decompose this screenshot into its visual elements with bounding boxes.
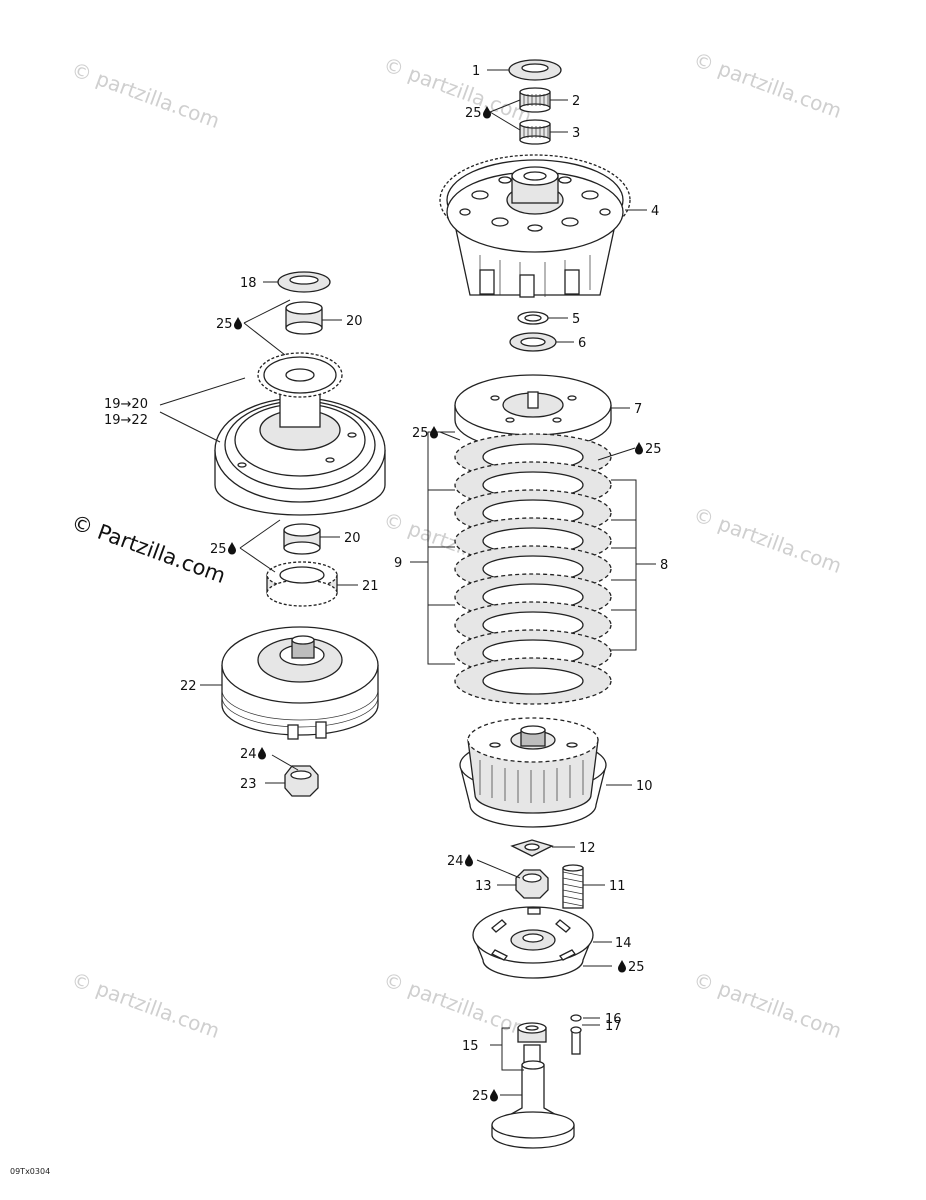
part-20-bushing <box>285 301 323 335</box>
watermark: © partzilla.com <box>690 502 845 578</box>
watermark: © partzilla.com <box>690 967 845 1043</box>
callout-10: 10 <box>636 779 653 794</box>
callout-15: 15 <box>462 1039 479 1054</box>
callout-labels: 1 2 25 3 4 5 6 7 25 25 8 9 10 24 12 13 1… <box>10 64 668 1176</box>
part-3-needle-bearing <box>519 119 551 145</box>
callout-8: 8 <box>660 558 668 573</box>
callout-7: 7 <box>634 402 642 417</box>
callout-22: 22 <box>180 679 197 694</box>
callout-19-20: 19→20 <box>104 397 148 412</box>
callout-11: 11 <box>609 879 626 894</box>
watermark: © partzilla.com <box>380 967 535 1043</box>
part-16-washer <box>570 1014 582 1022</box>
lubricant-drop-icon <box>258 747 266 760</box>
lubricant-drop-icon <box>234 317 242 330</box>
part-23-nut <box>284 765 319 797</box>
callout-20: 20 <box>344 531 361 546</box>
callout-24: 24 <box>240 747 257 762</box>
callout-9: 9 <box>394 556 402 571</box>
callout-13: 13 <box>475 879 492 894</box>
callout-20: 20 <box>346 314 363 329</box>
callout-12: 12 <box>579 841 596 856</box>
callout-24: 24 <box>447 854 464 869</box>
callout-17: 17 <box>605 1019 622 1034</box>
callout-25: 25 <box>628 960 645 975</box>
part-14-spring-plate <box>472 906 594 979</box>
callout-19-22: 19→22 <box>104 413 148 428</box>
callout-6: 6 <box>578 336 586 351</box>
callout-16: 16 <box>605 1012 622 1027</box>
part-2-needle-bearing <box>519 87 551 113</box>
part-22-clutch-assembly <box>221 626 379 740</box>
watermark: © partzilla.com <box>68 967 223 1043</box>
part-20-bushing-lower <box>283 523 321 555</box>
watermark: © partzilla.com <box>690 47 845 123</box>
callout-18: 18 <box>240 276 257 291</box>
part-21-one-way-clutch <box>266 561 338 607</box>
part-19-starter-gear-drum <box>214 352 386 516</box>
callout-25: 25 <box>465 106 482 121</box>
callout-4: 4 <box>651 204 659 219</box>
lubricant-drop-icon <box>228 542 236 555</box>
lubricant-drop-icon <box>635 442 643 455</box>
callout-25: 25 <box>472 1089 489 1104</box>
part-18-washer <box>277 271 331 293</box>
part-1-washer <box>508 59 562 81</box>
part-8-9-clutch-plate-stack <box>454 433 612 705</box>
reference-code: 09Tx0304 <box>10 1167 50 1176</box>
part-6-washer <box>509 332 557 352</box>
part-11-spring <box>562 864 584 909</box>
callout-25: 25 <box>210 542 227 557</box>
callout-5: 5 <box>572 312 580 327</box>
callout-25: 25 <box>412 426 429 441</box>
callout-25: 25 <box>216 317 233 332</box>
callout-3: 3 <box>572 126 580 141</box>
part-5-washer <box>517 311 549 325</box>
lubricant-drop-icon <box>490 1089 498 1102</box>
callout-21: 21 <box>362 579 379 594</box>
leader-lines <box>159 69 656 1096</box>
part-10-clutch-hub <box>459 717 607 828</box>
part-17-bolt <box>570 1026 582 1055</box>
part-13-nut <box>515 869 549 899</box>
part-12-lock-washer <box>510 839 554 857</box>
part-4-clutch-housing-gear <box>439 154 631 298</box>
callout-14: 14 <box>615 936 632 951</box>
lubricant-drop-icon <box>430 426 438 439</box>
callout-2: 2 <box>572 94 580 109</box>
lubricant-drop-icon <box>465 854 473 867</box>
callout-23: 23 <box>240 777 257 792</box>
callout-25: 25 <box>645 442 662 457</box>
lubricant-drop-icon <box>618 960 626 973</box>
callout-1: 1 <box>472 64 480 79</box>
watermark: © partzilla.com <box>380 52 535 128</box>
part-15-bearing-shaft <box>491 1022 575 1149</box>
watermark: © partzilla.com <box>68 57 223 133</box>
copyright-notice: © Partzilla.com <box>68 510 228 588</box>
